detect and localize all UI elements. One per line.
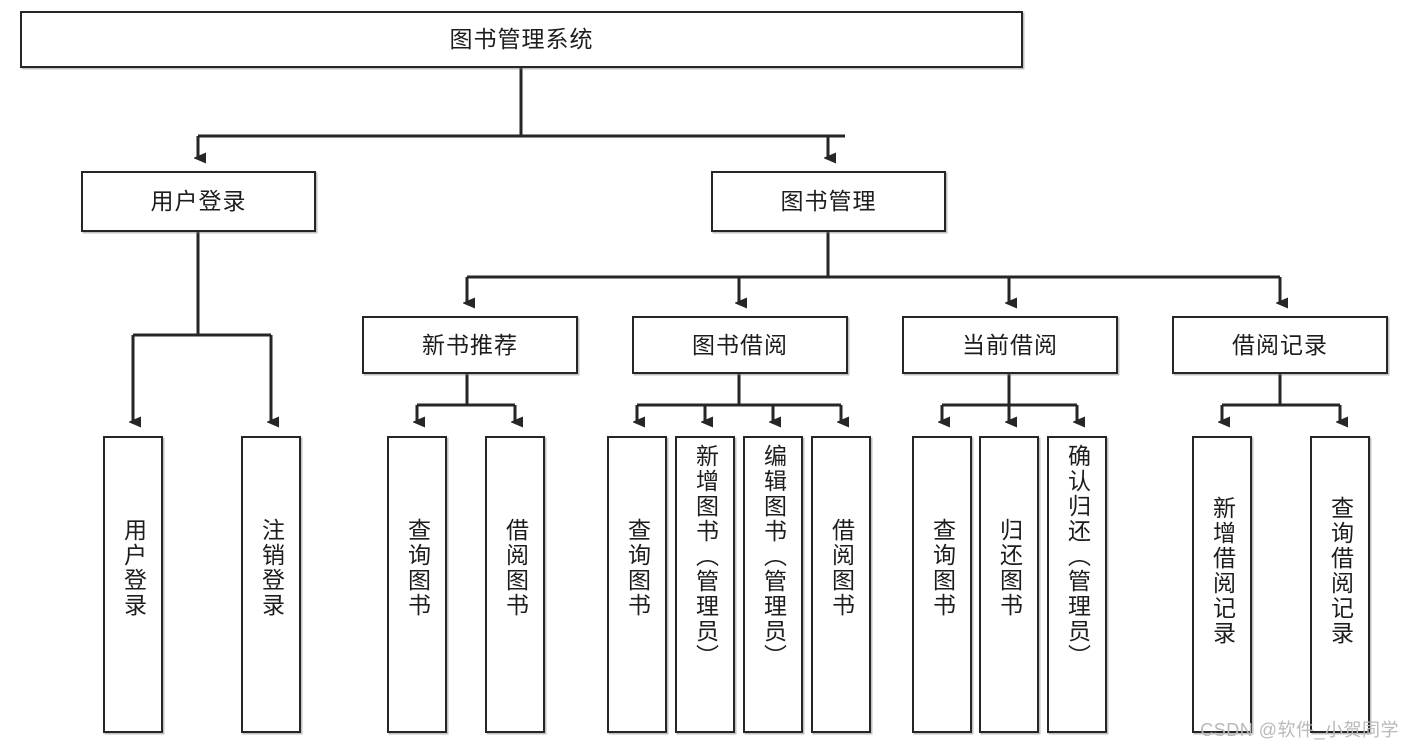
node-label: 查询图书	[404, 518, 431, 618]
node-book-management[interactable]: 图书管理	[711, 171, 946, 232]
leaf-borrow-record-add-record[interactable]: 新增借阅记录	[1192, 436, 1252, 733]
node-label: 图书管理系统	[449, 26, 594, 53]
node-root-system[interactable]: 图书管理系统	[20, 11, 1023, 68]
node-label: 借阅图书	[828, 518, 855, 618]
leaf-current-borrow-confirm-return-admin[interactable]: 确认归还（管理员）	[1047, 436, 1107, 733]
leaf-book-borrow-add-book-admin[interactable]: 新增图书（管理员）	[675, 436, 735, 733]
leaf-book-borrow-query-book[interactable]: 查询图书	[607, 436, 667, 733]
leaf-new-book-query-book[interactable]: 查询图书	[387, 436, 447, 733]
leaf-book-borrow-edit-book-admin[interactable]: 编辑图书（管理员）	[743, 436, 803, 733]
node-label: 查询图书	[624, 518, 651, 618]
leaf-borrow-record-query-record[interactable]: 查询借阅记录	[1310, 436, 1370, 733]
node-user-login[interactable]: 用户登录	[81, 171, 316, 232]
node-label: 查询图书	[929, 518, 956, 618]
node-new-book-recommend[interactable]: 新书推荐	[362, 316, 578, 374]
leaf-new-book-borrow-book[interactable]: 借阅图书	[485, 436, 545, 733]
node-label: 查询借阅记录	[1327, 496, 1354, 646]
node-label: 新增借阅记录	[1209, 496, 1236, 646]
node-label: 借阅记录	[1232, 331, 1328, 358]
node-label: 注销登录	[258, 518, 285, 618]
node-label: 新增图书（管理员）	[692, 444, 719, 669]
leaf-current-borrow-return-book[interactable]: 归还图书	[979, 436, 1039, 733]
node-label: 图书借阅	[692, 331, 788, 358]
node-label: 图书管理	[780, 188, 877, 215]
node-current-borrow[interactable]: 当前借阅	[902, 316, 1118, 374]
watermark-text: CSDN @软件_小贺同学	[1200, 720, 1399, 740]
node-label: 借阅图书	[502, 518, 529, 618]
node-label: 用户登录	[120, 518, 147, 618]
node-label: 归还图书	[996, 518, 1023, 618]
node-label: 用户登录	[150, 188, 247, 215]
node-label: 确认归还（管理员）	[1064, 444, 1091, 669]
leaf-book-borrow-borrow-book[interactable]: 借阅图书	[811, 436, 871, 733]
leaf-user-login-login[interactable]: 用户登录	[103, 436, 163, 733]
node-borrow-record[interactable]: 借阅记录	[1172, 316, 1388, 374]
node-book-borrow[interactable]: 图书借阅	[632, 316, 848, 374]
node-label: 编辑图书（管理员）	[760, 444, 787, 669]
node-label: 新书推荐	[422, 331, 518, 358]
leaf-current-borrow-query-book[interactable]: 查询图书	[912, 436, 972, 733]
leaf-user-login-logout[interactable]: 注销登录	[241, 436, 301, 733]
node-label: 当前借阅	[962, 331, 1058, 358]
